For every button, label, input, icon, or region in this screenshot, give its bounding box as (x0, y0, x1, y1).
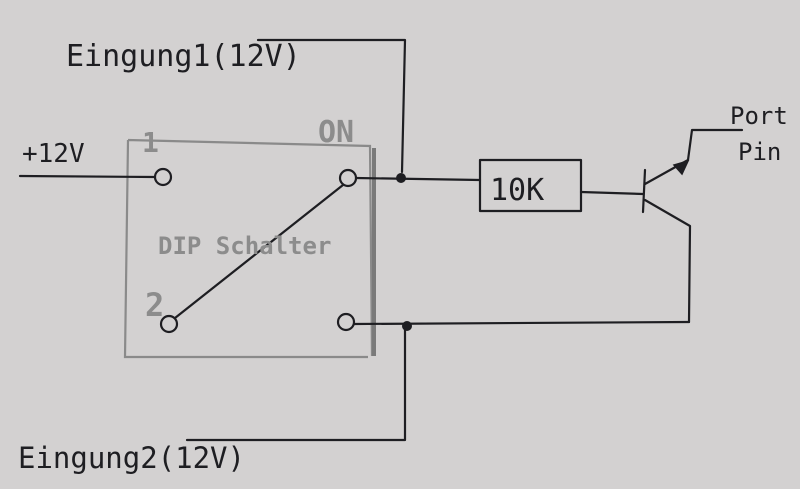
transistor-collector (643, 128, 744, 186)
resistor-to-transistor-wire (579, 190, 645, 196)
transistor-base (641, 168, 647, 214)
junction-top (396, 173, 406, 183)
supply-label: +12V (22, 139, 85, 169)
input1-label: Eingung1(12V) (66, 39, 301, 74)
input2-label: Eingung2(12V) (18, 441, 245, 475)
pin2-label: 2 (145, 286, 164, 324)
top-wire (354, 176, 482, 182)
input2-wire (185, 326, 407, 442)
pin1-terminal (153, 167, 173, 187)
pin-label: Pin (738, 138, 781, 166)
dip-switch-outline (123, 138, 374, 359)
resistor-label: 10K (490, 173, 544, 208)
resistor-10k (478, 158, 583, 213)
transistor-emitter (643, 198, 692, 324)
supply-wire (18, 174, 157, 179)
switch-lever (173, 183, 345, 320)
port-label: Port (730, 102, 788, 130)
pin1-label: 1 (142, 126, 159, 159)
on-label: ON (318, 115, 354, 150)
on-terminal-bottom (336, 312, 356, 332)
switch-label: DIP Schalter (158, 232, 331, 260)
transistor-arrow (672, 159, 690, 176)
junction-bottom (402, 321, 412, 331)
pin2-terminal (159, 314, 179, 334)
on-terminal-top (338, 168, 358, 188)
input1-wire (256, 38, 407, 174)
